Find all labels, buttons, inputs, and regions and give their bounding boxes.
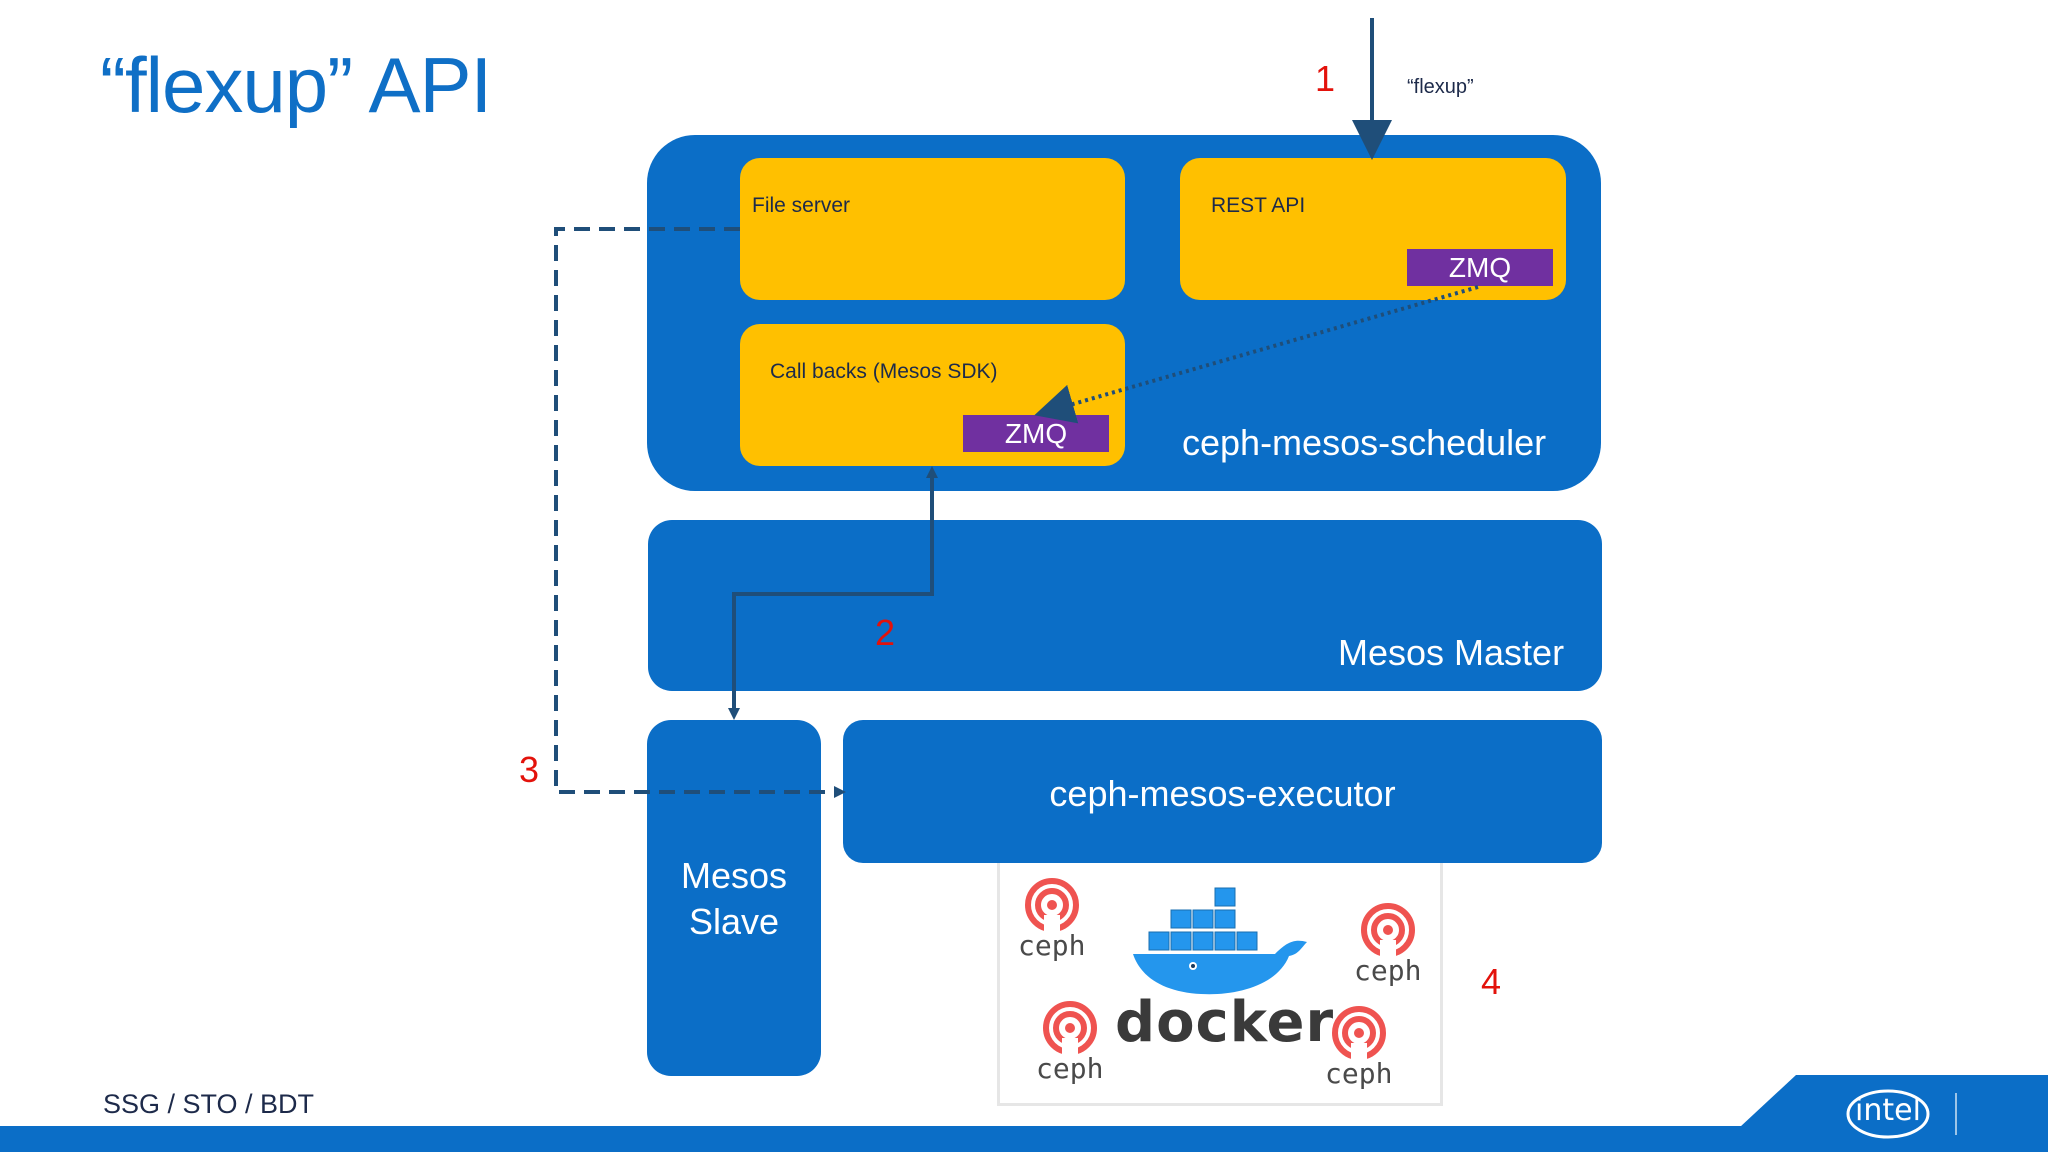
footer-text: SSG / STO / BDT: [103, 1089, 315, 1119]
step-4-label: 4: [1481, 961, 1502, 1002]
ceph-logo-4: ceph: [1325, 1003, 1392, 1090]
mesos-master-box: [648, 520, 1602, 691]
mesos-master-label: Mesos Master: [1338, 632, 1565, 673]
callbacks-label: Call backs (Mesos SDK): [770, 360, 998, 383]
docker-whale-icon: [1133, 887, 1307, 995]
callback-path-arrow: [732, 472, 934, 715]
ceph-icon: [1024, 878, 1079, 931]
zmq-dotted-arrow: [1034, 285, 1479, 424]
file-server-dashed-arrow: [554, 227, 838, 794]
executor-box: [843, 720, 1602, 863]
ceph-logo-3: ceph: [1036, 998, 1103, 1085]
mesos-slave-label-line2: Slave: [688, 901, 780, 942]
ceph-logo-2: ceph: [1354, 900, 1421, 987]
ceph-text-4: ceph: [1325, 1057, 1393, 1090]
intel-logo-text: intel: [1855, 1093, 1921, 1128]
ceph-logo-1: ceph: [1018, 875, 1085, 962]
executor-label: ceph-mesos-executor: [1049, 773, 1396, 814]
ceph-text-1: ceph: [1018, 929, 1086, 962]
flexup-request-label: “flexup”: [1407, 76, 1474, 98]
step-2-label: 2: [875, 612, 896, 653]
ceph-text-3: ceph: [1036, 1052, 1104, 1085]
intel-badge: [1740, 1075, 2048, 1152]
mesos-slave-box: [647, 720, 821, 1076]
bottom-band: [0, 1126, 2048, 1152]
scheduler-label: ceph-mesos-scheduler: [1182, 422, 1547, 463]
mesos-slave-label-line1: Mesos: [680, 855, 788, 896]
slide-title: “flexup” API: [100, 41, 492, 129]
ceph-icon: [1042, 1001, 1097, 1054]
file-server-label: File server: [752, 194, 851, 217]
ceph-icon: [1360, 903, 1415, 956]
ceph-icon: [1331, 1006, 1386, 1059]
rest-zmq-box: ZMQ: [1407, 249, 1553, 286]
rest-api-label: REST API: [1211, 194, 1306, 217]
step-3-label: 3: [519, 749, 540, 790]
step-1-label: 1: [1315, 58, 1336, 99]
docker-wordmark: docker: [1115, 990, 1335, 1055]
docker-logo: docker: [1115, 882, 1335, 1055]
file-server-box: [740, 158, 1125, 300]
ceph-text-2: ceph: [1354, 954, 1422, 987]
